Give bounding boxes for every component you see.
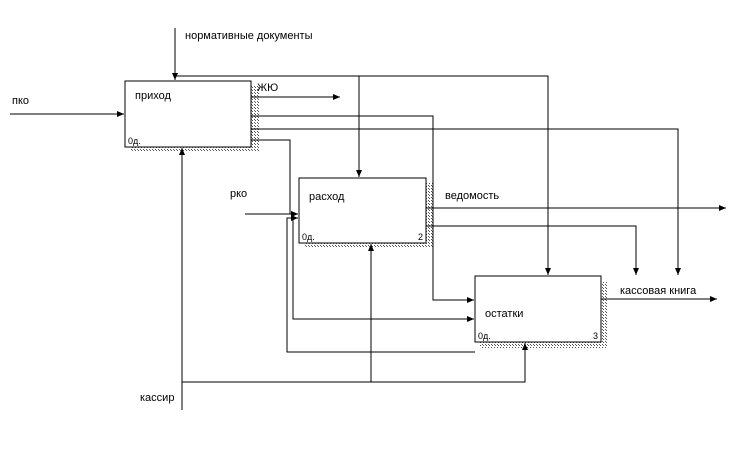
arrow-ostatki-to-rashod — [286, 215, 475, 353]
label-rko: рко — [230, 188, 247, 200]
arrow-mechanism-to-ostatki — [371, 343, 528, 383]
label-zhuo: ЖЮ — [257, 82, 278, 94]
label-kassovaya-kniga: кассовая книга — [620, 285, 697, 297]
block-label: остатки — [485, 308, 523, 320]
arrow-rashod-to-kassa — [426, 225, 639, 275]
arrow-control-to-ostatki — [175, 75, 551, 275]
block-id: 0д. — [478, 331, 491, 341]
label-kassir: кассир — [140, 392, 174, 404]
block-rashod[interactable]: расход 0д. 2 — [298, 177, 434, 248]
arrow-rashod-to-ostatki — [292, 214, 474, 322]
label-vedomost: ведомость — [445, 190, 499, 202]
block-box — [124, 80, 252, 148]
arrow-prihod-to-kassa — [251, 128, 681, 275]
block-box — [474, 275, 602, 343]
block-box — [298, 177, 427, 244]
block-id: 0д. — [128, 136, 141, 146]
block-label: приход — [135, 90, 171, 102]
label-pko: пко — [12, 95, 29, 107]
arrow-prihod-to-rashod — [251, 139, 298, 217]
block-label: расход — [309, 191, 345, 203]
arrow-mechanism-to-rashod — [182, 244, 374, 383]
block-id: 0д. — [302, 232, 315, 242]
block-number: 3 — [593, 331, 598, 341]
label-normativnye-dokumenty: нормативные документы — [185, 30, 313, 42]
block-prihod[interactable]: приход 0д. — [124, 80, 260, 152]
block-number: 2 — [418, 232, 423, 242]
block-ostatki[interactable]: остатки 0д. 3 — [474, 275, 608, 348]
